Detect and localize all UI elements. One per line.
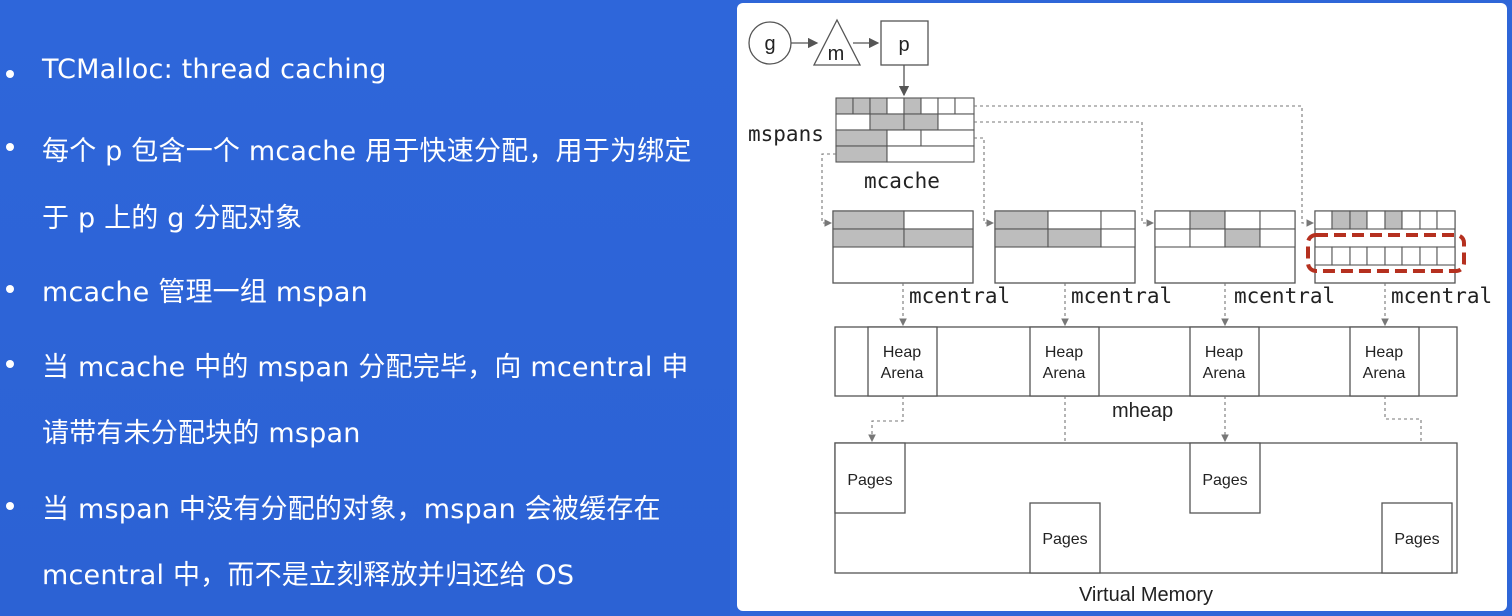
svg-text:Heap: Heap [1045,344,1083,361]
svg-text:Arena: Arena [1203,365,1246,382]
bullet-3-line-1: mcache 管理一组 mspan [42,277,368,308]
svg-text:Pages: Pages [847,472,892,489]
g-label: g [764,33,775,55]
bullet-dot [6,143,14,151]
mcache-to-mcentral-4 [974,105,1315,227]
mcentral-label-1: mcentral [909,284,1010,308]
mcentral-block-1 [832,210,974,284]
bullet-5-line-1: 当 mspan 中没有分配的对象，mspan 会被缓存在 [42,494,661,525]
mspans-label: mspans [748,122,824,146]
mcentral-block-3 [1154,210,1296,284]
svg-text:Arena: Arena [1043,365,1086,382]
heap-arena-3: Heap Arena [1189,326,1260,397]
m-label: m [828,43,845,65]
p-label: p [898,34,909,56]
processor-node [880,20,929,66]
slide-background [0,0,730,616]
diagram-panel: g m p mspans mcache [737,3,1507,611]
mcentral-label-4: mcentral [1391,284,1492,308]
bullet-4-line-2: 请带有未分配块的 mspan [42,418,361,449]
svg-text:Pages: Pages [1042,531,1087,548]
svg-text:Heap: Heap [1365,344,1403,361]
mcache-to-mcentral-2 [974,137,995,227]
bullet-dot [6,285,14,293]
svg-text:Pages: Pages [1394,531,1439,548]
svg-text:Heap: Heap [883,344,921,361]
pages-block-4: Pages [1381,502,1453,574]
heap-arena-4: Heap Arena [1349,326,1420,397]
heap-arena-2: Heap Arena [1029,326,1100,397]
virtual-memory-block [834,442,1458,574]
bullet-5-line-2: mcentral 中，而不是立刻释放并归还给 OS [42,560,575,591]
pages-block-3: Pages [1189,442,1261,514]
heap-to-pages-1 [868,396,904,443]
mcache-grid [835,97,975,163]
bullet-list: TCMalloc: thread caching 每个 p 包含一个 mcach… [0,0,730,616]
svg-text:Pages: Pages [1202,472,1247,489]
bullet-2-line-1: 每个 p 包含一个 mcache 用于快速分配，用于为绑定 [42,136,692,167]
mcentral-label-2: mcentral [1071,284,1172,308]
virtual-memory-label: Virtual Memory [1079,584,1213,606]
pages-block-1: Pages [834,442,906,514]
mcache-label: mcache [864,169,940,193]
highlight-empty-mspans [1306,233,1466,273]
mcache-to-mcentral-3 [974,121,1155,227]
bullet-dot [6,360,14,368]
machine-node [812,18,862,66]
bullet-1-line-1: TCMalloc: thread caching [42,54,387,85]
bullet-2-line-2: 于 p 上的 g 分配对象 [42,203,303,234]
svg-text:Heap: Heap [1205,344,1243,361]
svg-text:Arena: Arena [1363,365,1406,382]
bullet-4-line-1: 当 mcache 中的 mspan 分配完毕，向 mcentral 申 [42,352,689,383]
mcache-to-mcentral-1 [821,153,836,227]
svg-text:Arena: Arena [881,365,924,382]
bullet-dot [6,502,14,510]
mcentral-label-3: mcentral [1234,284,1335,308]
bullet-dot [6,70,14,78]
heap-arena-1: Heap Arena [867,326,938,397]
watermark: @稀土掘金技术社区 [1347,582,1492,601]
mheap-label: mheap [1112,400,1173,422]
mcentral-block-2 [994,210,1136,284]
tcmalloc-diagram: g m p mspans mcache [748,18,1492,606]
pages-block-2: Pages [1029,502,1101,574]
